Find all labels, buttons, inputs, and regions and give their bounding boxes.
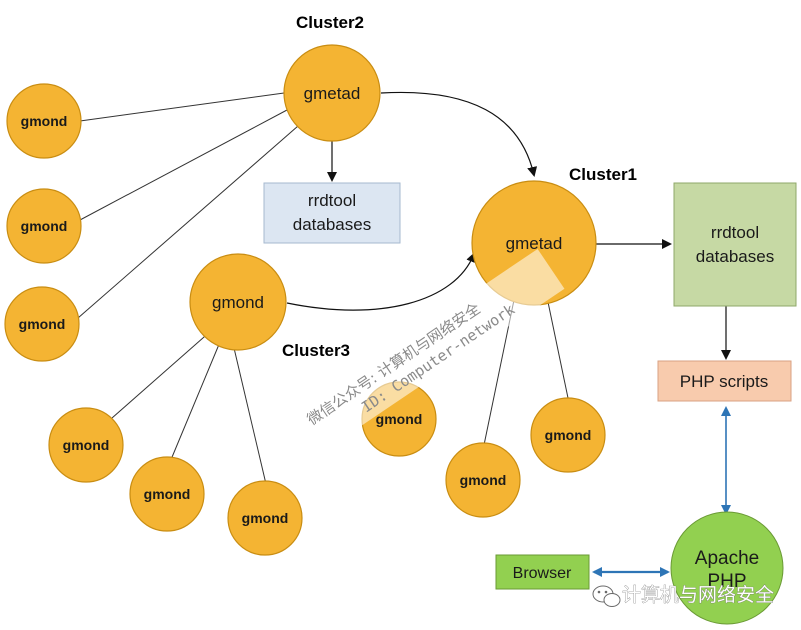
link-gmetad-mid-gmond-b [547, 301, 569, 399]
gmond-label: gmond [21, 218, 68, 234]
gmond-node-left-2: gmond [6, 188, 82, 264]
gmond-label: gmond [19, 316, 66, 332]
footer-label: 计算机与网络安全 [622, 584, 774, 606]
php-scripts-box: PHP scripts [657, 360, 792, 402]
gmond-node-left-3: gmond [4, 286, 80, 362]
rrdtool-large-box: rrdtool databases [673, 182, 797, 307]
gmond-label: gmond [545, 427, 592, 443]
wechat-icon [592, 585, 621, 607]
cluster1-label: Cluster1 [569, 165, 637, 184]
link-gmetad-top-gmond-1 [79, 92, 285, 122]
gmetad-top-node: gmetad [283, 44, 381, 142]
link-cluster3-gmond-a [111, 329, 213, 419]
gmond-node-cluster1-a: gmond [445, 442, 521, 518]
rrdtool-small-label-2: databases [293, 215, 371, 234]
gmond-node-cluster1-b: gmond [530, 397, 606, 473]
cluster2-label: Cluster2 [296, 13, 364, 32]
gmond-node-left-1: gmond [6, 83, 82, 159]
apache-label-2: PHP [707, 571, 746, 592]
link-gmetad-top-gmond-2 [79, 109, 288, 221]
gmetad-mid-label: gmetad [506, 234, 563, 253]
gmond-node-cluster3-a: gmond [48, 407, 124, 483]
rrdtool-large-label-2: databases [696, 247, 774, 266]
gmond-label: gmond [144, 486, 191, 502]
gmond-label: gmond [376, 411, 423, 427]
arrows [286, 91, 731, 577]
php-scripts-label: PHP scripts [680, 372, 769, 391]
gmond-label: gmond [21, 113, 68, 129]
gmond-label: gmond [212, 293, 264, 312]
gmond-label: gmond [460, 472, 507, 488]
gmond-node-cluster3-c: gmond [227, 480, 303, 556]
arrow-cluster3-to-gmetad-mid [286, 252, 476, 311]
footer-branding: 计算机与网络安全 [592, 584, 774, 607]
link-cluster3-gmond-b [169, 341, 221, 463]
rrdtool-large-label-1: rrdtool [711, 223, 759, 242]
gmond-label: gmond [242, 510, 289, 526]
apache-label-1: Apache [695, 548, 759, 569]
cluster3-label: Cluster3 [282, 341, 350, 360]
gmond-node-cluster3-b: gmond [129, 456, 205, 532]
gmond-nodes: gmond gmond gmond gmond gmond gmond gmon… [4, 83, 606, 556]
arrow-gmetad-top-to-gmetad-mid [380, 91, 538, 177]
gmetad-top-label: gmetad [304, 84, 361, 103]
apache-php-node: Apache PHP [670, 511, 784, 625]
rrdtool-small-box: rrdtool databases [263, 182, 401, 244]
browser-box: Browser [495, 554, 590, 590]
rrdtool-small-label-1: rrdtool [308, 191, 356, 210]
gmond-node-cluster3-head: gmond [189, 253, 287, 351]
browser-label: Browser [513, 565, 572, 582]
link-gmetad-top-gmond-3 [77, 125, 299, 319]
link-cluster3-gmond-c [233, 347, 267, 485]
gmond-label: gmond [63, 437, 110, 453]
